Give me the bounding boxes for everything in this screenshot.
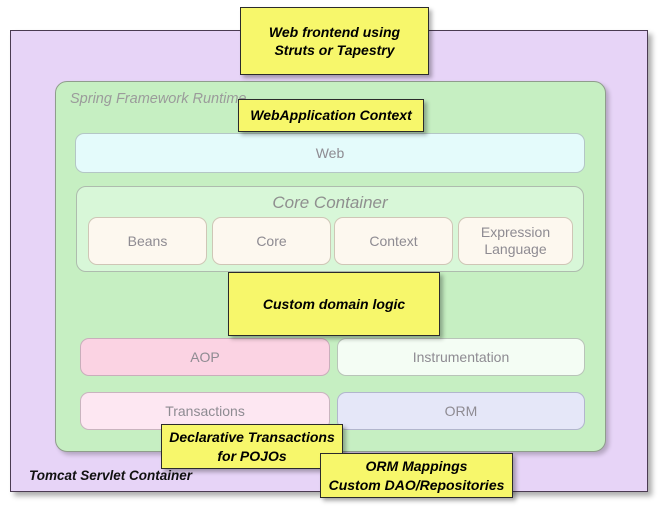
module-beans: Beans <box>88 217 207 265</box>
module-instrumentation: Instrumentation <box>337 338 585 376</box>
callout-declarative-transactions-line1: Declarative Transactions <box>169 429 335 446</box>
expression-language-line2: Language <box>484 241 547 257</box>
module-orm: ORM <box>337 392 585 430</box>
tomcat-servlet-container-label: Tomcat Servlet Container <box>29 468 193 483</box>
callout-web-frontend: Web frontend using Struts or Tapestry <box>240 7 429 75</box>
core-container-label: Core Container <box>272 193 388 212</box>
callout-orm-mappings-text: ORM Mappings Custom DAO/Repositories <box>329 457 505 493</box>
callout-orm-mappings-line2: Custom DAO/Repositories <box>328 476 505 493</box>
spring-framework-runtime-label: Spring Framework Runtime <box>70 91 247 107</box>
expression-language-line1: Expression <box>480 224 551 241</box>
module-core: Core <box>212 217 331 265</box>
callout-web-frontend-text: Web frontend using Struts or Tapestry <box>269 23 400 59</box>
module-expression-language-text: Expression Language <box>481 224 550 257</box>
module-expression-language: Expression Language <box>458 217 573 265</box>
callout-custom-domain-logic: Custom domain logic <box>228 272 440 336</box>
module-context: Context <box>334 217 453 265</box>
callout-orm-mappings: ORM Mappings Custom DAO/Repositories <box>320 453 513 498</box>
callout-declarative-transactions: Declarative Transactions for POJOs <box>161 424 343 469</box>
callout-webapplication-context: WebApplication Context <box>238 99 424 132</box>
callout-declarative-transactions-line2: for POJOs <box>217 447 287 464</box>
callout-orm-mappings-line1: ORM Mappings <box>365 458 468 475</box>
callout-declarative-transactions-text: Declarative Transactions for POJOs <box>169 428 335 464</box>
module-web: Web <box>75 133 585 173</box>
module-aop: AOP <box>80 338 330 376</box>
callout-web-frontend-line1: Web frontend using <box>268 23 401 40</box>
callout-web-frontend-line2: Struts or Tapestry <box>274 42 395 58</box>
